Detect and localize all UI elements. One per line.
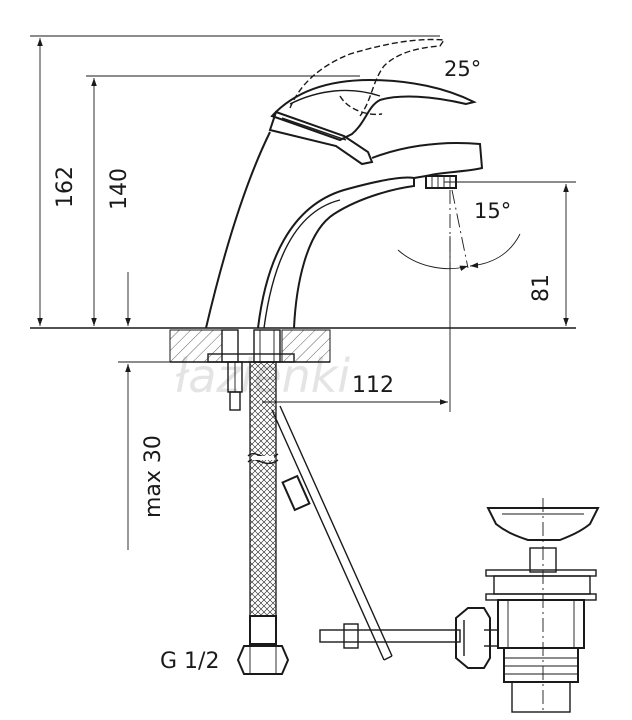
dimension-spout-height: 140 bbox=[86, 75, 360, 326]
dimension-reach: 112 bbox=[262, 236, 451, 412]
dim-label-140: 140 bbox=[107, 168, 132, 210]
lever-handle bbox=[270, 78, 477, 142]
lever-open-position bbox=[289, 38, 446, 117]
spout-angle-label: 15° bbox=[474, 199, 511, 223]
dimension-outlet-height: 81 bbox=[444, 181, 576, 326]
dim-label-112: 112 bbox=[352, 373, 394, 398]
dim-label-max30: max 30 bbox=[141, 435, 166, 518]
popup-rod bbox=[271, 405, 393, 661]
dimension-overall-height: 162 bbox=[30, 35, 440, 326]
dim-label-162: 162 bbox=[53, 166, 78, 208]
link-rod bbox=[319, 623, 461, 649]
popup-waste bbox=[455, 498, 600, 713]
faucet-body bbox=[205, 110, 484, 329]
dimension-max-worktop: max 30 bbox=[118, 272, 170, 550]
mounting-stud bbox=[227, 361, 243, 411]
dim-label-81: 81 bbox=[529, 274, 554, 302]
flexible-hose bbox=[236, 361, 290, 675]
lever-angle-label: 25° bbox=[444, 57, 481, 81]
spout-angle-indicator: 15° bbox=[397, 189, 521, 272]
connection-label: G 1/2 bbox=[160, 649, 219, 674]
